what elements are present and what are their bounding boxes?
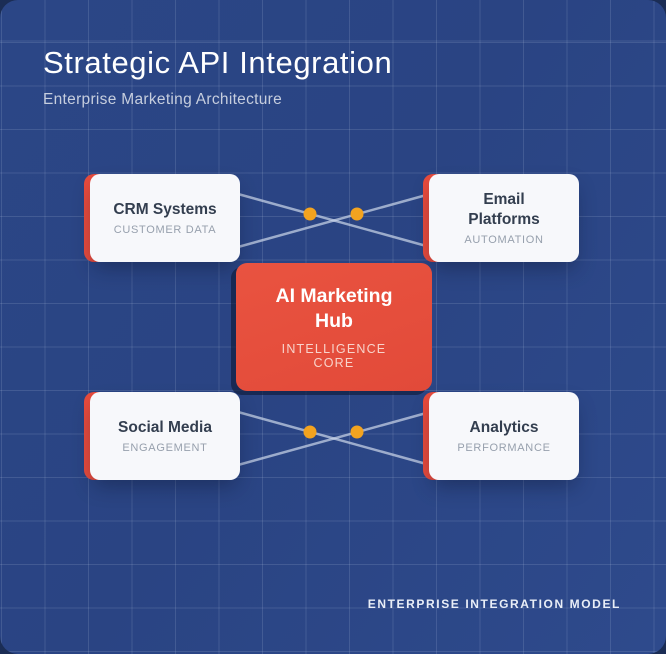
flow-dot-icon xyxy=(303,425,317,439)
node-card: Email Platforms AUTOMATION xyxy=(429,174,579,262)
node-subtitle: ENGAGEMENT xyxy=(122,442,208,455)
flow-dot-icon xyxy=(350,425,364,439)
node-subtitle: PERFORMANCE xyxy=(457,442,551,455)
flow-dot-icon xyxy=(303,207,317,221)
node-ai-marketing-hub: AI Marketing Hub INTELLIGENCE CORE xyxy=(236,263,432,391)
node-card: Analytics PERFORMANCE xyxy=(429,392,579,480)
node-title: Analytics xyxy=(469,418,539,436)
node-email-platforms: Email Platforms AUTOMATION xyxy=(429,174,579,262)
page-title: Strategic API Integration xyxy=(43,45,393,80)
connector-analytics-to-social xyxy=(237,410,431,467)
hub-subtitle: INTELLIGENCE CORE xyxy=(281,342,387,371)
node-title: Email Platforms xyxy=(468,191,540,228)
node-title: CRM Systems xyxy=(113,200,217,218)
node-subtitle: CUSTOMER DATA xyxy=(113,224,217,237)
node-card: CRM Systems CUSTOMER DATA xyxy=(90,174,240,262)
node-social-media: Social Media ENGAGEMENT xyxy=(90,392,240,480)
connector-email-to-crm xyxy=(237,192,431,249)
node-card: Social Media ENGAGEMENT xyxy=(90,392,240,480)
flow-dot-icon xyxy=(350,207,364,221)
footer-caption: ENTERPRISE INTEGRATION MODEL xyxy=(367,597,621,611)
node-crm-systems: CRM Systems CUSTOMER DATA xyxy=(90,174,240,262)
header: Strategic API Integration Enterprise Mar… xyxy=(43,45,393,109)
page-subtitle: Enterprise Marketing Architecture xyxy=(43,91,283,109)
hub-title: AI Marketing Hub xyxy=(275,284,393,332)
node-title: Social Media xyxy=(118,418,212,436)
hub-card: AI Marketing Hub INTELLIGENCE CORE xyxy=(236,263,432,391)
node-analytics: Analytics PERFORMANCE xyxy=(429,392,579,480)
node-subtitle: AUTOMATION xyxy=(464,233,544,246)
